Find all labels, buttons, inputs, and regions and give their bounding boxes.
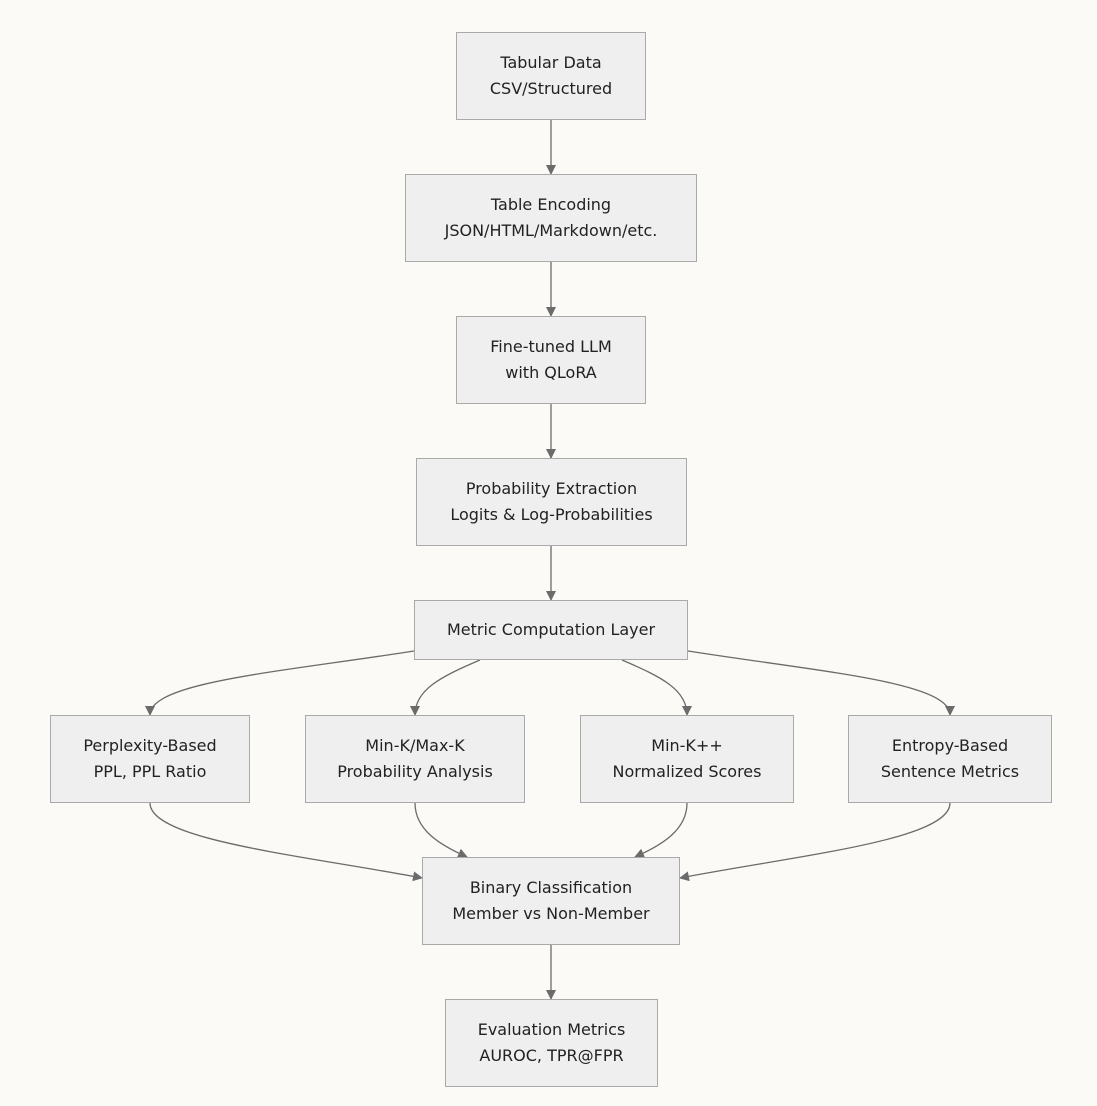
node-min-k-max-k: Min-K/Max-K Probability Analysis — [305, 715, 525, 803]
node-title: Table Encoding — [490, 195, 612, 214]
edge-metric-layer-to-perplexity — [145, 650, 415, 716]
node-subtitle: JSON/HTML/Markdown/etc. — [444, 221, 658, 240]
node-subtitle: Probability Analysis — [337, 762, 493, 781]
node-title: Evaluation Metrics — [477, 1020, 626, 1039]
node-subtitle: Normalized Scores — [612, 762, 762, 781]
node-probability-extraction: Probability Extraction Logits & Log-Prob… — [416, 458, 687, 546]
node-table-encoding: Table Encoding JSON/HTML/Markdown/etc. — [405, 174, 697, 262]
node-title: Min-K/Max-K — [365, 736, 465, 755]
node-title: Min-K++ — [651, 736, 723, 755]
node-entropy-based: Entropy-Based Sentence Metrics — [848, 715, 1052, 803]
edge-entropy-to-binary — [679, 802, 951, 882]
node-binary-classification: Binary Classification Member vs Non-Memb… — [422, 857, 680, 945]
edge-minkpp-to-binary — [634, 802, 688, 858]
edge-metric-layer-to-entropy — [687, 650, 955, 716]
node-subtitle: Member vs Non-Member — [452, 904, 650, 923]
edge-metric-layer-to-mink — [410, 659, 481, 716]
node-subtitle: PPL, PPL Ratio — [93, 762, 207, 781]
node-subtitle: AUROC, TPR@FPR — [479, 1046, 624, 1065]
edge-perplexity-to-binary — [149, 802, 423, 882]
node-title: Fine-tuned LLM — [490, 337, 612, 356]
node-title: Entropy-Based — [891, 736, 1009, 755]
node-min-k-plus-plus: Min-K++ Normalized Scores — [580, 715, 794, 803]
node-tabular-data: Tabular Data CSV/Structured — [456, 32, 646, 120]
edge-metric-layer-to-minkpp — [621, 659, 692, 716]
node-fine-tuned-llm: Fine-tuned LLM with QLoRA — [456, 316, 646, 404]
node-subtitle: Sentence Metrics — [880, 762, 1020, 781]
node-evaluation-metrics: Evaluation Metrics AUROC, TPR@FPR — [445, 999, 658, 1087]
node-subtitle: with QLoRA — [505, 363, 597, 382]
node-subtitle: Logits & Log-Probabilities — [450, 505, 653, 524]
node-metric-computation-layer: Metric Computation Layer — [414, 600, 688, 660]
node-title: Probability Extraction — [465, 479, 638, 498]
node-title: Perplexity-Based — [83, 736, 217, 755]
node-title: Metric Computation Layer — [446, 620, 656, 639]
node-subtitle: CSV/Structured — [489, 79, 613, 98]
node-title: Tabular Data — [500, 53, 602, 72]
node-perplexity-based: Perplexity-Based PPL, PPL Ratio — [50, 715, 250, 803]
edge-mink-to-binary — [414, 802, 468, 858]
node-title: Binary Classification — [469, 878, 633, 897]
